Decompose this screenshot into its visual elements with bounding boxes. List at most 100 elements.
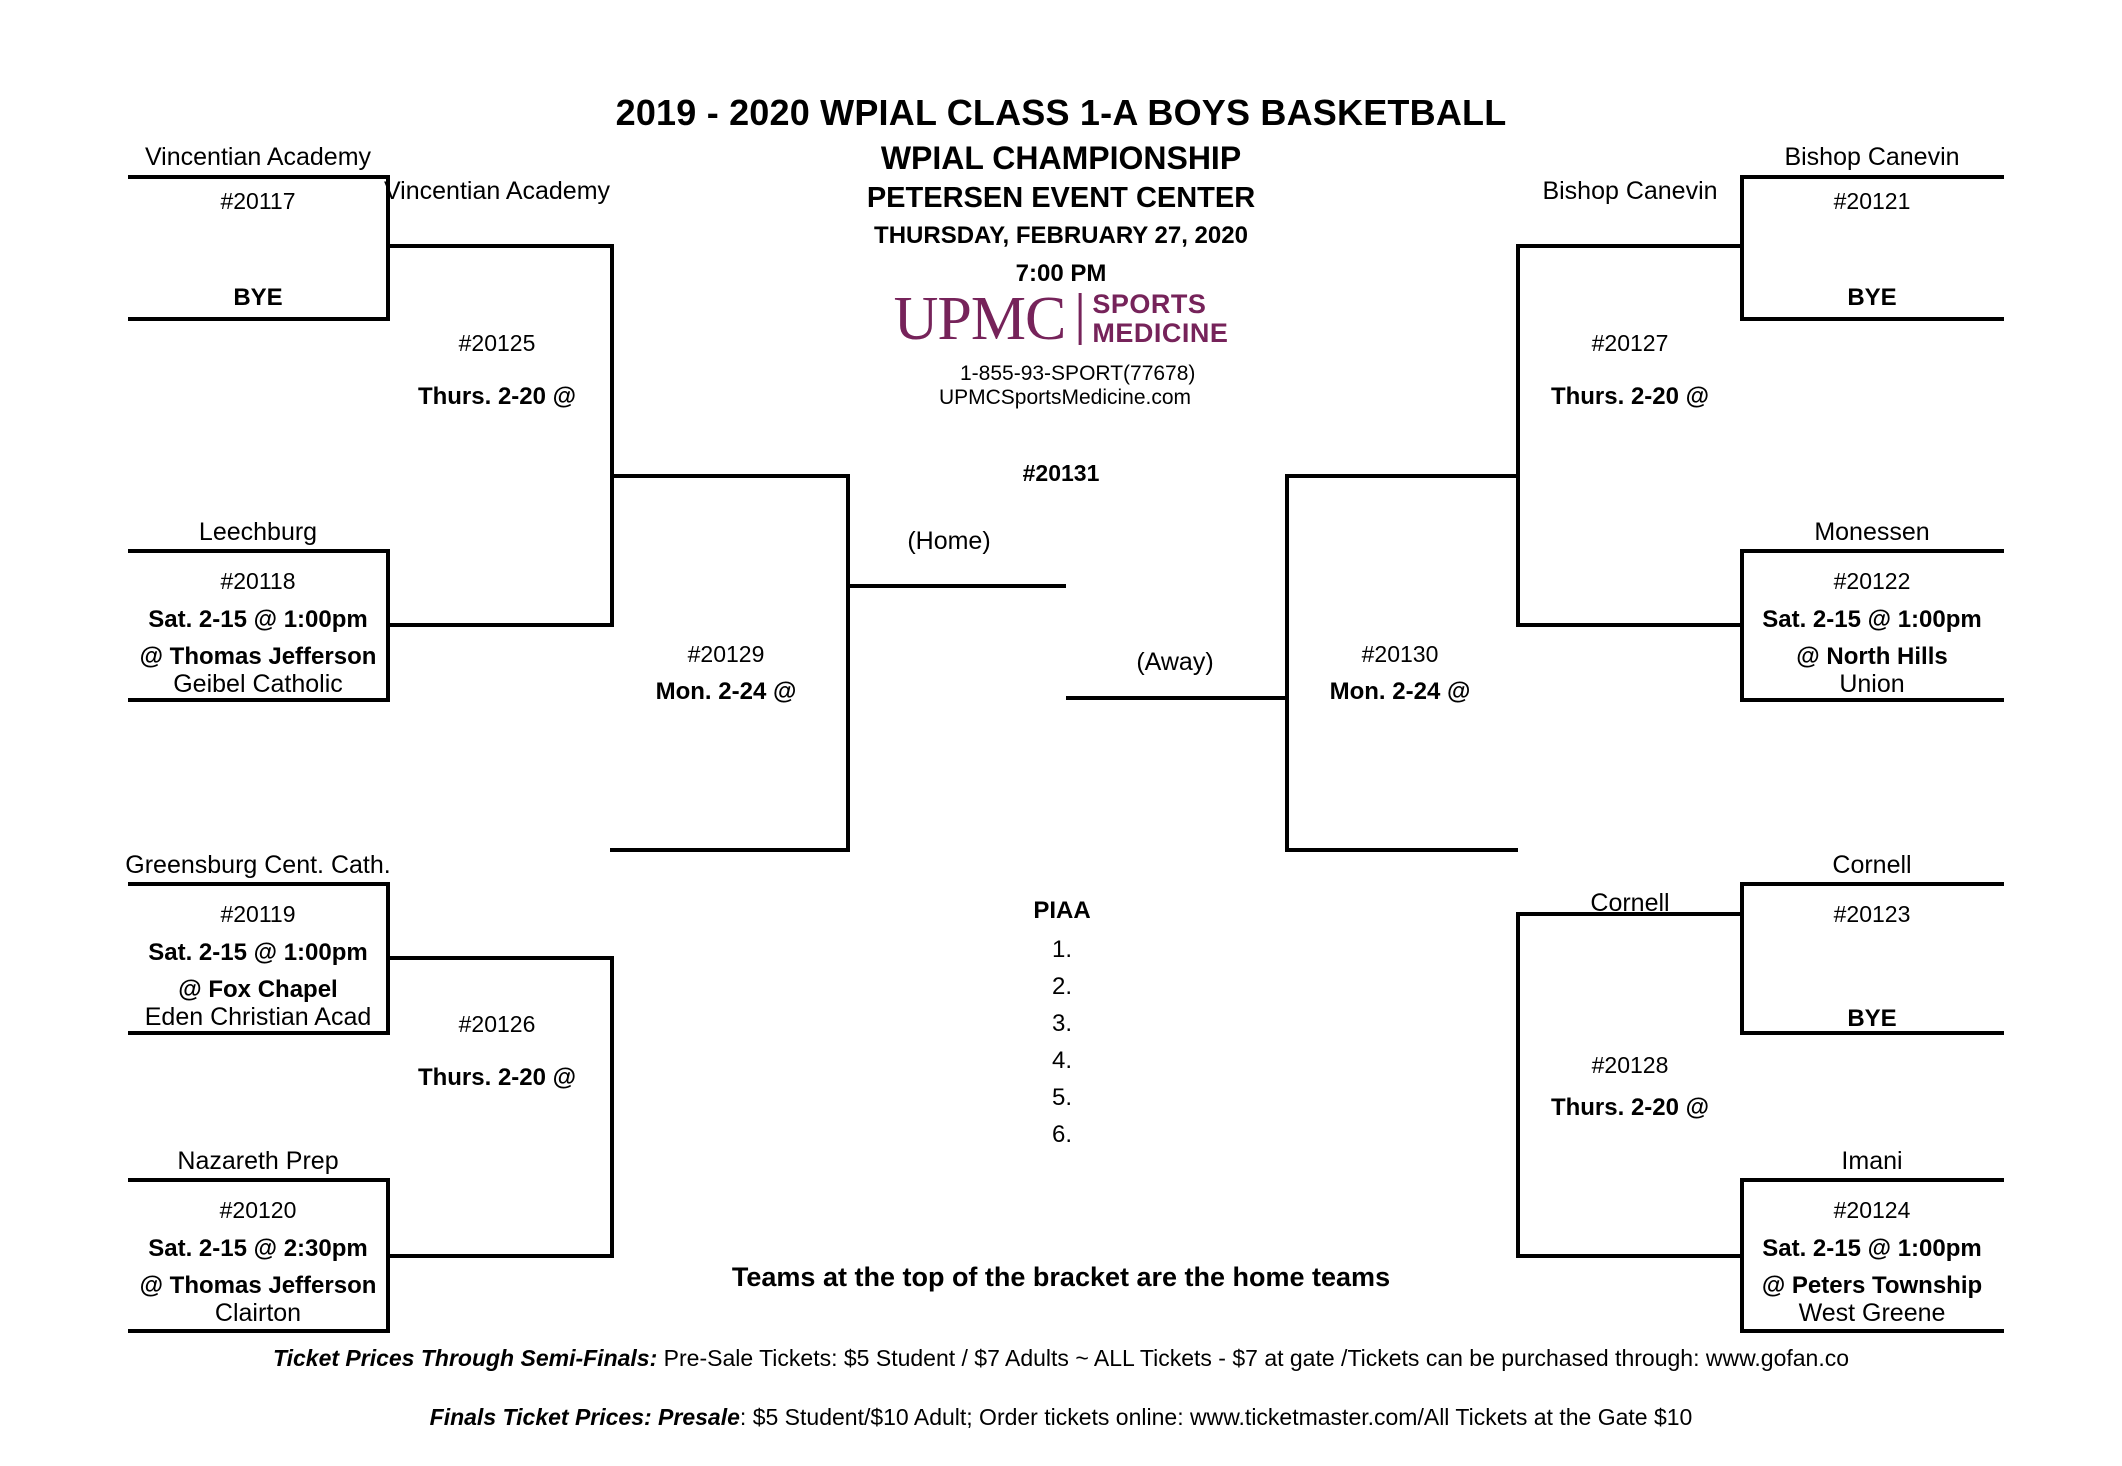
bracket-line — [1516, 623, 1744, 627]
bracket-line — [128, 1329, 390, 1333]
team-label: BYE — [1847, 284, 1897, 311]
bracket-line — [1740, 175, 1744, 321]
team-label: West Greene — [1798, 1299, 1946, 1327]
piaa-heading: PIAA — [1033, 897, 1091, 924]
team-label: Vincentian Academy — [144, 143, 372, 171]
team-label: Bishop Canevin — [1784, 143, 1960, 171]
bracket-line — [1285, 474, 1518, 478]
bracket-line — [1740, 317, 2004, 321]
bracket-line — [1740, 882, 1744, 1035]
bracket-line — [1516, 244, 1744, 248]
semifinal-ticket-prices-label: Ticket Prices Through Semi-Finals: — [272, 1345, 658, 1371]
sponsor-website: UPMCSportsMedicine.com — [938, 386, 1192, 409]
game-number: #20125 — [458, 330, 536, 356]
bracket-line — [128, 1178, 390, 1182]
game-datetime: Sat. 2-15 @ 1:00pm — [1762, 1235, 1982, 1262]
bracket-line — [386, 1254, 614, 1258]
game-datetime: Sat. 2-15 @ 1:00pm — [148, 939, 368, 966]
game-number: #20117 — [220, 188, 296, 214]
bracket-line — [1740, 1329, 2004, 1333]
upmc-sports-medicine-logo: UPMC SPORTS MEDICINE — [894, 288, 1229, 350]
finals-ticket-prices-text: : $5 Student/$10 Adult; Order tickets on… — [739, 1404, 1693, 1430]
game-datetime: Sat. 2-15 @ 1:00pm — [1762, 606, 1982, 633]
bracket-line — [1516, 912, 1744, 916]
game-number: #20123 — [1833, 901, 1911, 927]
game-number: #20122 — [1833, 568, 1911, 594]
team-label: Bishop Canevin — [1542, 177, 1718, 205]
bracket-line — [1740, 698, 2004, 702]
team-label: Greensburg Cent. Cath. — [125, 851, 391, 879]
game-datetime: Mon. 2-24 @ — [655, 678, 797, 705]
bracket-line — [128, 698, 390, 702]
venue-label: PETERSEN EVENT CENTER — [866, 182, 1256, 214]
game-site: @ Thomas Jefferson — [139, 1272, 377, 1299]
piaa-list-item: 5. — [1051, 1084, 1073, 1111]
event-time-label: 7:00 PM — [1015, 260, 1107, 287]
game-number: #20118 — [220, 568, 296, 594]
away-label: (Away) — [1136, 648, 1214, 676]
team-label: BYE — [233, 284, 283, 311]
finals-ticket-prices-label: Finals Ticket Prices: Presale — [429, 1404, 740, 1430]
team-label: BYE — [1847, 1005, 1897, 1032]
bracket-line — [1740, 175, 2004, 179]
team-label: Monessen — [1814, 518, 1930, 546]
bracket-line — [128, 882, 390, 886]
bracket-line — [1740, 882, 2004, 886]
team-label: Nazareth Prep — [177, 1147, 339, 1175]
bracket-line — [1285, 474, 1289, 850]
piaa-list-item: 3. — [1051, 1010, 1073, 1037]
home-team-note: Teams at the top of the bracket are the … — [731, 1262, 1391, 1292]
team-label: Union — [1839, 670, 1905, 698]
finals-ticket-prices: Finals Ticket Prices: Presale: $5 Studen… — [430, 1404, 1693, 1431]
bracket-line — [128, 549, 390, 553]
game-number: #20127 — [1591, 330, 1669, 356]
final-home-line — [846, 584, 1066, 588]
championship-subtitle: WPIAL CHAMPIONSHIP — [880, 140, 1242, 176]
bracket-line — [386, 244, 614, 248]
piaa-list-item: 6. — [1051, 1121, 1073, 1148]
game-site: @ North Hills — [1796, 643, 1948, 670]
semifinal-ticket-prices-text: Pre-Sale Tickets: $5 Student / $7 Adults… — [657, 1345, 1850, 1371]
game-datetime: Sat. 2-15 @ 2:30pm — [148, 1235, 368, 1262]
piaa-list-item: 4. — [1051, 1047, 1073, 1074]
team-label: Eden Christian Acad — [144, 1003, 372, 1031]
sponsor-sub-line-1: SPORTS — [1092, 288, 1207, 319]
bracket-line — [1740, 1178, 2004, 1182]
game-site: @ Fox Chapel — [178, 976, 338, 1003]
team-label: Cornell — [1590, 889, 1670, 917]
game-number: #20130 — [1361, 641, 1439, 667]
logo-divider — [1078, 293, 1082, 345]
sports-medicine-wordmark: SPORTS MEDICINE — [1092, 288, 1229, 348]
event-date-label: THURSDAY, FEBRUARY 27, 2020 — [874, 222, 1248, 249]
upmc-wordmark: UPMC — [893, 285, 1067, 353]
game-number: #20124 — [1833, 1197, 1911, 1223]
final-away-line — [1066, 696, 1286, 700]
game-number: #20126 — [458, 1011, 536, 1037]
bracket-line — [386, 956, 614, 960]
bracket-line — [610, 474, 850, 478]
team-label: Geibel Catholic — [173, 670, 343, 698]
team-label: Clairton — [214, 1299, 302, 1327]
team-label: Cornell — [1832, 851, 1912, 879]
bracket-line — [1516, 1254, 1744, 1258]
game-datetime: Thurs. 2-20 @ — [417, 383, 577, 410]
game-site: @ Peters Township — [1761, 1272, 1983, 1299]
bracket-line — [1516, 912, 1520, 1256]
team-label: Leechburg — [198, 518, 318, 546]
bracket-line — [846, 474, 850, 850]
game-datetime: Thurs. 2-20 @ — [417, 1064, 577, 1091]
game-number: #20120 — [219, 1197, 297, 1223]
game-datetime: Thurs. 2-20 @ — [1550, 1094, 1710, 1121]
game-number: #20128 — [1591, 1052, 1669, 1078]
game-site: @ Thomas Jefferson — [139, 643, 377, 670]
game-datetime: Sat. 2-15 @ 1:00pm — [148, 606, 368, 633]
game-datetime: Mon. 2-24 @ — [1329, 678, 1471, 705]
sponsor-sub-line-2: MEDICINE — [1092, 318, 1229, 348]
piaa-list-item: 1. — [1051, 936, 1073, 963]
game-datetime: Thurs. 2-20 @ — [1550, 383, 1710, 410]
team-label: Imani — [1841, 1147, 1903, 1175]
bracket-line — [386, 175, 390, 321]
team-label: Vincentian Academy — [383, 177, 611, 205]
bracket-line — [1740, 1031, 2004, 1035]
